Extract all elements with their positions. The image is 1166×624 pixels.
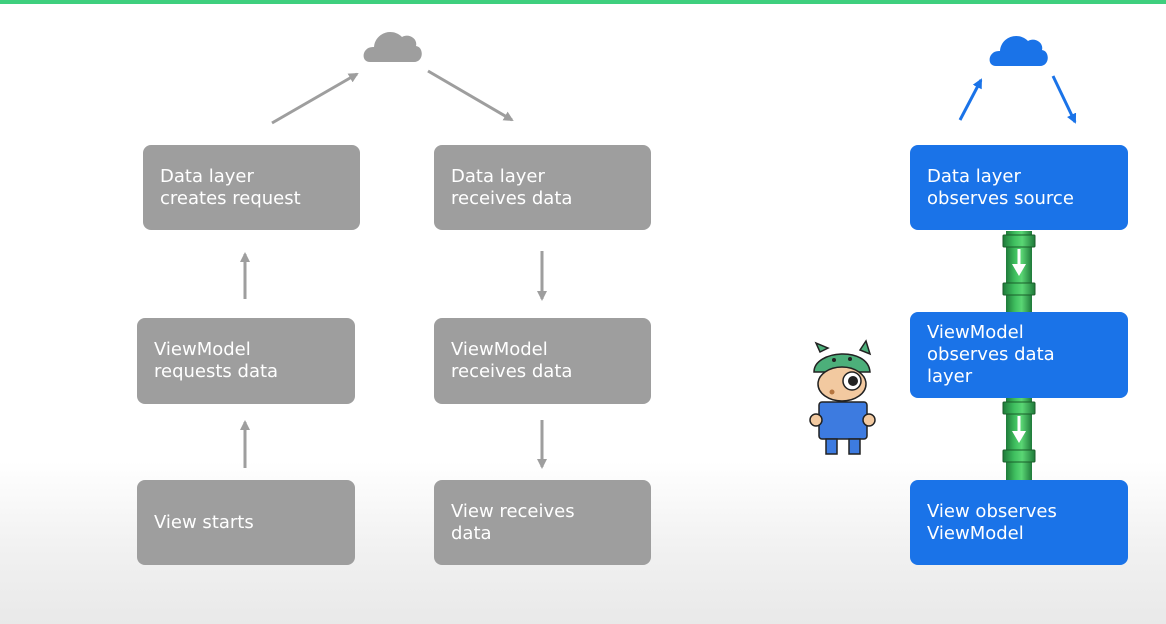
arrow-up-to-cloud-blue bbox=[958, 78, 983, 121]
box-viewmodel-observes-data-layer: ViewModel observes data layer bbox=[910, 312, 1128, 398]
box-label: Data layer observes source bbox=[927, 165, 1074, 209]
box-data-layer-creates-request: Data layer creates request bbox=[143, 145, 360, 230]
box-label: ViewModel requests data bbox=[154, 339, 279, 382]
box-label: ViewModel observes data layer bbox=[927, 322, 1055, 387]
box-view-starts: View starts bbox=[137, 480, 355, 565]
arrow-down-from-cloud-blue bbox=[1051, 75, 1077, 124]
box-viewmodel-requests-data: ViewModel requests data bbox=[137, 318, 355, 404]
box-label: View starts bbox=[154, 511, 254, 533]
box-viewmodel-receives-data: ViewModel receives data bbox=[434, 318, 651, 404]
pipe-icon bbox=[1002, 231, 1036, 313]
box-label: Data layer creates request bbox=[160, 165, 301, 209]
cloud-icon bbox=[989, 36, 1048, 66]
box-label: ViewModel receives data bbox=[451, 339, 573, 382]
box-view-observes-viewmodel: View observes ViewModel bbox=[910, 480, 1128, 565]
box-data-layer-receives-data: Data layer receives data bbox=[434, 145, 651, 230]
top-accent-bar bbox=[0, 0, 1166, 4]
box-label: View receives data bbox=[451, 500, 575, 544]
box-label: View observes ViewModel bbox=[927, 500, 1057, 544]
arrow-up-to-cloud bbox=[271, 72, 359, 125]
box-label: Data layer receives data bbox=[451, 165, 573, 209]
android-mascot bbox=[809, 339, 876, 455]
pipe-icon bbox=[1002, 398, 1036, 480]
box-view-receives-data: View receives data bbox=[434, 480, 651, 565]
arrow-down-from-cloud bbox=[427, 69, 514, 122]
cloud-icon bbox=[363, 32, 422, 62]
box-data-layer-observes-source: Data layer observes source bbox=[910, 145, 1128, 230]
